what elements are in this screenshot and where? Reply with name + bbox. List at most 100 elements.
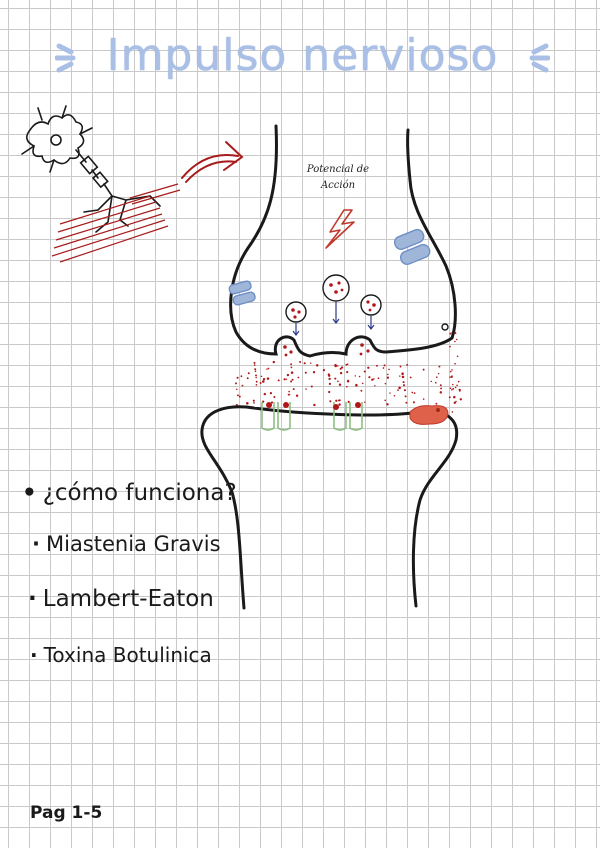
neurotransmitter-dot (403, 389, 406, 392)
neurotransmitter-dot (371, 378, 374, 381)
neurotransmitter-dot (246, 377, 249, 380)
action-potential-label: Potencial de Acción (298, 162, 378, 194)
neurotransmitter-dot (340, 366, 344, 369)
neurotransmitter-dot (455, 338, 458, 341)
neurotransmitter-dot (273, 395, 276, 399)
neurotransmitter-dot (310, 385, 313, 388)
neurotransmitter-dot (334, 377, 337, 380)
calcium-channel-icon (393, 228, 431, 265)
action-potential-label-line1: Potencial de (306, 164, 370, 175)
neurotransmitter-dot (235, 382, 237, 385)
sparkle-icon (529, 43, 550, 73)
synaptic-vesicles (283, 274, 382, 357)
neurotransmitter-dot (254, 368, 257, 371)
lightning-icon (325, 209, 355, 249)
neurotransmitter-dot (451, 369, 453, 371)
neurotransmitter-dot (358, 375, 361, 378)
neurotransmitter-dot (430, 380, 432, 383)
neurotransmitter-dot (455, 400, 457, 403)
neurotransmitter-dot (449, 376, 452, 378)
neurotransmitter-dot (346, 371, 349, 374)
neurotransmitter-dot (452, 383, 454, 386)
neurotransmitter-dot (376, 364, 378, 367)
neurotransmitter-dot (236, 376, 239, 379)
neurotransmitter-dot (255, 374, 257, 377)
neurotransmitter-dot (266, 368, 268, 370)
neurotransmitter-dot (338, 383, 342, 386)
neurotransmitter-dot (389, 392, 391, 394)
neurotransmitter-dot (254, 370, 257, 373)
neurotransmitter-dot (439, 391, 443, 394)
neurotransmitter-dot (386, 376, 390, 379)
neurotransmitter-dot (338, 403, 341, 406)
neurotransmitter-dot (405, 401, 408, 404)
arrow-icon (181, 141, 244, 183)
list-item-label: Miastenia Gravis (45, 532, 221, 556)
neurotransmitter-dot (449, 370, 452, 373)
neurotransmitter-dot (346, 385, 348, 388)
neurotransmitter-dot (451, 376, 453, 379)
neurotransmitter-dot (255, 380, 258, 383)
neurotransmitter-dot (440, 387, 443, 390)
neurotransmitter-dot (434, 381, 437, 384)
neurotransmitter-dot (240, 375, 243, 378)
neurotransmitter-dot (305, 388, 307, 390)
neurotransmitter-dot (399, 365, 402, 368)
neurotransmitter-dot (252, 399, 255, 402)
neurotransmitter-dot (454, 332, 457, 335)
neurotransmitter-dot (449, 387, 452, 389)
neurotransmitter-dot (451, 389, 453, 391)
neurotransmitter-dot (253, 361, 256, 364)
neurotransmitter-dot (303, 362, 306, 365)
neurotransmitter-dot (312, 371, 316, 374)
neurotransmitter-dot (270, 401, 274, 404)
neurotransmitter-dot (459, 390, 461, 392)
neurotransmitter-dot (285, 378, 288, 380)
neurotransmitter-dot (339, 371, 343, 375)
neurotransmitter-dot (457, 380, 460, 383)
neurotransmitter-dot (262, 380, 265, 383)
neurotransmitter-dot (402, 381, 405, 384)
neurotransmitter-dot (454, 362, 456, 365)
neurotransmitter-dot (384, 382, 387, 385)
neurotransmitter-dot (399, 375, 401, 377)
neurotransmitter-dot (329, 400, 332, 403)
neurotransmitter-dot (397, 389, 399, 391)
receptor-icon (261, 402, 363, 431)
neurotransmitter-dot (266, 377, 270, 380)
neurotransmitter-dot (283, 378, 286, 381)
vesicle-arrows (292, 302, 375, 336)
neurotransmitter-dot (438, 365, 441, 368)
neuron-icon (21, 105, 161, 233)
neurotransmitter-dot (456, 355, 459, 358)
neurotransmitter-dot (304, 371, 307, 374)
neurotransmitter-dot (388, 368, 390, 371)
neurotransmitter-dot (272, 360, 275, 364)
neurotransmitter-dot (290, 366, 293, 369)
neurotransmitter-dot (287, 393, 290, 396)
bullet: · (30, 643, 38, 667)
neurotransmitter-dot (255, 384, 258, 386)
neurotransmitter-dot (383, 364, 386, 367)
neurotransmitter-dot (290, 363, 293, 366)
neurotransmitter-dot (387, 373, 389, 376)
neurotransmitter-dot (435, 376, 438, 379)
neurotransmitter-dot (456, 384, 458, 387)
neurotransmitter-dot (386, 403, 389, 406)
list-item: ·Toxina Botulinica (30, 643, 212, 667)
neurotransmitter-dot (355, 383, 358, 387)
postsynaptic-membrane (200, 405, 459, 610)
neurotransmitter-dot (328, 390, 331, 394)
neurotransmitter-dot (290, 380, 293, 383)
neurotransmitter-dot (322, 369, 325, 372)
neurotransmitter-dot (292, 388, 295, 391)
neurotransmitter-dot (377, 377, 380, 380)
neurotransmitter-dot (241, 384, 244, 387)
list-item-label: Lambert-Eaton (42, 586, 214, 612)
neurotransmitter-dot (384, 399, 387, 402)
neurotransmitter-dot (437, 372, 440, 375)
neurotransmitter-dot (260, 375, 263, 378)
neurotransmitter-dot (367, 366, 370, 369)
neurotransmitter-dot (454, 340, 456, 343)
